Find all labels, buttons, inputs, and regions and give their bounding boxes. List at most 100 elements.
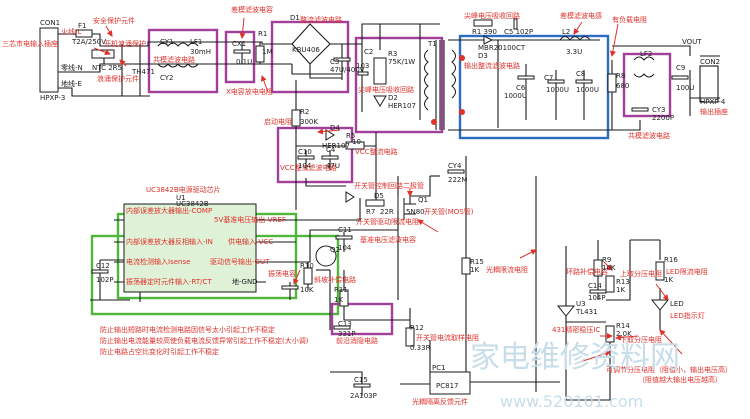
label-led-indicator: LED指示灯 bbox=[670, 312, 705, 320]
c11-symbol bbox=[335, 235, 353, 240]
c6-symbol bbox=[517, 75, 535, 80]
ref-lf1: LF1 bbox=[190, 38, 203, 46]
ref-l2: L2 bbox=[562, 28, 571, 36]
r9-symbol bbox=[593, 259, 603, 277]
watermark-url: www.520101.com bbox=[500, 392, 644, 411]
ref-f1: F1 bbox=[78, 22, 87, 30]
watermark-text: 家电维修资料网 bbox=[470, 340, 680, 375]
label-oscillator-cap: 振荡电容 bbox=[268, 270, 296, 278]
val-u3: TL431 bbox=[576, 308, 598, 316]
box-x-cap bbox=[224, 30, 256, 84]
val-c14: 104P bbox=[588, 294, 606, 302]
ref-socket-right: HPXP-4 bbox=[700, 98, 726, 106]
val-c6: 1000U bbox=[504, 92, 527, 100]
d2-symbol bbox=[373, 95, 387, 107]
val-c8: 1000U bbox=[576, 86, 599, 94]
label-upper-divider: 上取分压电阻 bbox=[620, 270, 662, 278]
c8-symbol bbox=[575, 79, 593, 84]
label-tl431: 431精密稳压IC bbox=[552, 326, 601, 334]
ref-r14: R14 bbox=[616, 322, 630, 330]
label-inrush-protect: 开机浪涌保护 bbox=[104, 40, 146, 48]
val-pc1: PC817 bbox=[436, 382, 459, 390]
val-r11: 1K bbox=[334, 296, 344, 304]
ref-ic: U1 bbox=[176, 194, 186, 202]
snubber-c bbox=[357, 71, 369, 76]
marker-dots bbox=[431, 55, 465, 125]
val-r7: 22R bbox=[380, 208, 394, 216]
val-ntc: NTC 2R5 bbox=[92, 64, 122, 72]
d3-symbol bbox=[483, 35, 494, 45]
optocoupler-symbol bbox=[429, 371, 471, 395]
val-c11: 104 bbox=[338, 244, 352, 252]
ref-c15: C15 bbox=[354, 376, 368, 384]
mosfet-symbol bbox=[397, 196, 416, 222]
val-c3: 47U/400V bbox=[330, 66, 365, 74]
ref-vout: VOUT bbox=[682, 38, 702, 46]
cy3-symbol bbox=[631, 107, 649, 112]
ref-c10: C10 bbox=[298, 148, 312, 156]
ref-r5: R5 bbox=[346, 132, 356, 140]
val-r16: 1K bbox=[664, 276, 674, 284]
d4-symbol bbox=[325, 129, 335, 141]
label-startup-resistor: 启动电阻 bbox=[264, 118, 292, 126]
c15-symbol bbox=[353, 383, 371, 388]
c3-symbol bbox=[333, 57, 351, 62]
val-d4: HER107 bbox=[322, 142, 350, 150]
label-gate-resistor: 开关管驱动限流电阻 bbox=[356, 218, 419, 226]
val-cy4: 222M bbox=[448, 176, 468, 184]
c4-symbol bbox=[321, 155, 339, 160]
label-neutral: 零线-N bbox=[61, 64, 83, 72]
ref-r3: R3 bbox=[388, 50, 398, 58]
rc-c bbox=[513, 18, 518, 30]
ref-u3: U3 bbox=[576, 300, 586, 308]
val-r9: 10K bbox=[602, 264, 616, 272]
ref-r12: R12 bbox=[410, 324, 424, 332]
label-pin-vref: 5V基准电压输出-VREF bbox=[214, 216, 286, 224]
fuse-symbol bbox=[75, 29, 93, 38]
label-opto-limit: 光耦限流电阻 bbox=[486, 266, 528, 274]
label-vcc-rectifier: VCC整流电路 bbox=[355, 148, 398, 156]
ref-c7: C7 bbox=[544, 74, 554, 82]
box-output-common-mode bbox=[622, 52, 672, 118]
c12-symbol bbox=[281, 285, 299, 290]
ref-cy1: CY1 bbox=[160, 38, 174, 46]
val-r14: 2.0K bbox=[616, 330, 632, 338]
ref-c14: C14 bbox=[588, 282, 602, 290]
label-output-common-mode: 共模滤波电路 bbox=[628, 132, 670, 140]
ref-d1: D1 bbox=[290, 14, 300, 22]
ref-q2: Q2 bbox=[330, 246, 340, 254]
ref-r1: R1 bbox=[258, 30, 268, 38]
ref-c9: C9 bbox=[676, 64, 686, 72]
ref-c13: C13 bbox=[338, 320, 352, 328]
ref-d5: D5 bbox=[374, 192, 384, 200]
label-pin-rtct: 振荡器定时元件输入-RT/CT bbox=[126, 278, 212, 286]
rc-r bbox=[473, 19, 493, 27]
r16-symbol bbox=[655, 261, 665, 281]
ref-rc-r: R1 390 bbox=[472, 28, 497, 36]
val-ic: UC3842B bbox=[176, 200, 209, 208]
ref-c2: C2 bbox=[364, 48, 374, 56]
label-pin-comp: 内部误差放大器输出-COMP bbox=[126, 207, 213, 215]
r10-symbol bbox=[303, 267, 313, 285]
ref-r13: R13 bbox=[616, 278, 630, 286]
label-slope-comp: 斜坡补偿电路 bbox=[314, 276, 356, 284]
ref-d4: D4 bbox=[330, 124, 340, 132]
label-ic-title: UC3842B电源驱动芯片 bbox=[146, 186, 221, 194]
t1-secondary bbox=[451, 49, 456, 99]
val-d3: MBR20100CT bbox=[478, 44, 526, 52]
val-r13: 1K bbox=[616, 286, 626, 294]
label-optocoupler: 光耦隔离反馈元件 bbox=[412, 398, 468, 406]
r5-symbol bbox=[345, 141, 365, 150]
box-common-mode-filter bbox=[147, 28, 219, 94]
t1-primary bbox=[424, 49, 429, 111]
val-d2: HER107 bbox=[388, 102, 416, 110]
r8-symbol bbox=[607, 73, 617, 93]
q2-symbol bbox=[315, 245, 337, 267]
val-c2: 103 bbox=[356, 62, 370, 70]
label-pin-isense: 电流检测输入Isense bbox=[126, 258, 191, 266]
ref-socket-left: HPXP-3 bbox=[40, 94, 66, 102]
ref-d2: D2 bbox=[388, 94, 398, 102]
ref-vdr: TH471 bbox=[132, 68, 155, 76]
label-led-resistor: LED限流电阻 bbox=[666, 268, 708, 276]
